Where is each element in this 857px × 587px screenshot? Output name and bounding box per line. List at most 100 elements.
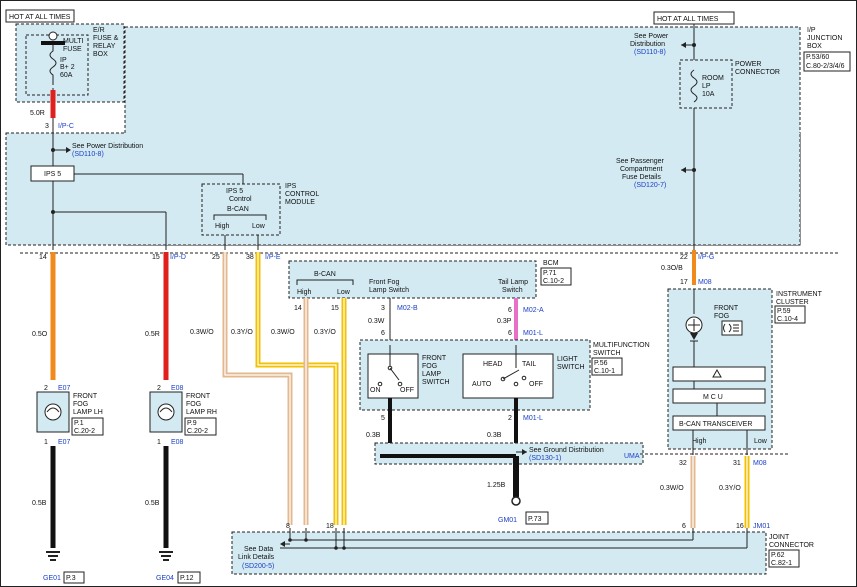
mf-on: ON <box>370 387 381 394</box>
mf-ls2: SWITCH <box>557 364 585 371</box>
lamp-rh-l2: FOG <box>186 401 201 408</box>
gnd-m01-name: GM01 <box>498 517 517 524</box>
room-fuse-l1: ROOM <box>702 75 724 82</box>
room-fuse-l3: 10A <box>702 91 715 98</box>
ips-module-low: Low <box>252 223 266 230</box>
ips5-label: IPS 5 <box>44 171 61 178</box>
lamp-lh-l1: FRONT <box>73 393 98 400</box>
mf-m01l: M01-L <box>523 415 543 422</box>
mf-ffs4: SWITCH <box>422 379 450 386</box>
cluster-bcan: B-CAN TRANSCEIVER <box>679 421 752 428</box>
bcm-pin6b: 6 <box>508 307 512 314</box>
mf-head: HEAD <box>483 361 502 368</box>
wire-05r-label: 0.5R <box>145 331 160 338</box>
gnd-rh-size: 0.5B <box>145 500 160 507</box>
light-switch-blade-icon <box>502 369 520 380</box>
ips-module-l2: Control <box>229 196 252 203</box>
ground-dist-l1: See Ground Distribution <box>529 447 604 454</box>
ips-module-l1: IPS 5 <box>226 188 243 195</box>
joint-l2: CONNECTOR <box>769 542 814 549</box>
room-fuse-l2: LP <box>702 83 711 90</box>
bcm-bcan: B-CAN <box>314 271 336 278</box>
bcm-m02b: M02-B <box>397 305 418 312</box>
ips-module-m1: IPS <box>285 183 297 190</box>
lamp-rh-icon <box>157 403 175 421</box>
mf-page: P.56 <box>594 360 608 367</box>
wire-03yo-b-label: 0.3Y/O <box>314 329 336 336</box>
gnd-lh-page: P.3 <box>66 575 76 582</box>
bcm-c: C.10-2 <box>543 278 564 285</box>
ips-module-high: High <box>215 223 230 230</box>
bcm-low: Low <box>337 289 351 296</box>
bcm-ffs1: Front Fog <box>369 279 399 286</box>
ips-module-m3: MODULE <box>285 199 315 206</box>
front-fog-switch <box>367 353 419 399</box>
see-power-left-2: (SD110-8) <box>72 151 104 158</box>
bcm-pin14: 14 <box>294 305 302 312</box>
cluster-m08: M08 <box>698 279 712 286</box>
ip-box-page: P.53/60 <box>806 54 829 61</box>
ips-module-m2: CONTROL <box>285 191 319 198</box>
ground-dist-l2: (SD130-1) <box>529 455 561 462</box>
bcm-m01l: M01-L <box>523 330 543 337</box>
joint-c: C.82-1 <box>771 560 792 567</box>
cluster-mcu: M C U <box>703 394 723 401</box>
bcm-page: P.71 <box>543 270 557 277</box>
wire-03ob-label: 0.3O/B <box>661 265 683 272</box>
cluster-c: C.10-4 <box>777 316 798 323</box>
conn-ipc-label: I/P-C <box>58 123 74 130</box>
lamp-lh-l3: LAMP LH <box>73 409 103 416</box>
see-power-right-1: See Power <box>634 33 669 40</box>
bcan-transceiver-block <box>672 415 766 431</box>
lamp-rh-page: P.9 <box>187 420 197 427</box>
cluster-high: High <box>692 438 707 445</box>
conn-ipe-label: I/P-E <box>265 254 281 261</box>
hot-label-left-box <box>5 9 75 23</box>
lamp-lh-icon <box>44 403 62 421</box>
lamp-lh-page: P.1 <box>74 420 84 427</box>
mf-wire-03b-a: 0.3B <box>366 432 381 439</box>
ground-m01-icon <box>511 496 521 506</box>
joint-pin6: 6 <box>682 523 686 530</box>
mf-auto: AUTO <box>472 381 492 388</box>
fuse-b2-label-1: IP <box>60 57 67 64</box>
cluster-l2: CLUSTER <box>776 299 809 306</box>
cluster-pins-m08: M08 <box>753 460 767 467</box>
conn-ipd-label: I/P-D <box>170 254 186 261</box>
gnd-lh-name: GE01 <box>43 575 61 582</box>
bcm-name: BCM <box>543 260 559 267</box>
lamp-lh-conn: E07 <box>58 385 71 392</box>
er-box-label-1: E/R <box>93 27 105 34</box>
mf-l1: MULTIFUNCTION <box>593 342 650 349</box>
see-pass-l2: Compartment <box>620 166 662 173</box>
lamp-lh-l2: FOG <box>73 401 88 408</box>
pin-3-label: 3 <box>45 123 49 130</box>
power-conn-l1: POWER <box>735 61 761 68</box>
joint-see1: See Data <box>244 546 273 553</box>
lamp-lh-c: C.20-2 <box>74 428 95 435</box>
hot-label-left: HOT AT ALL TIMES <box>9 14 71 21</box>
mf-ffs2: FOG <box>422 363 437 370</box>
ip-box-label-2: JUNCTION <box>807 35 842 42</box>
lamp-lh-pin1: 1 <box>44 439 48 446</box>
see-pass-l4: (SD120-7) <box>634 182 666 189</box>
mf-ffs1: FRONT <box>422 355 447 362</box>
mf-ffs3: LAMP <box>422 371 441 378</box>
see-pass-l3: Fuse Details <box>622 174 661 181</box>
pin-38-label: 38 <box>246 254 254 261</box>
fuse-room-lp-icon <box>690 69 698 103</box>
joint-l1: JOINT <box>769 534 790 541</box>
switch-blade-icon <box>389 367 400 381</box>
battery-terminal-icon <box>48 31 58 41</box>
conn-ipg-label: I/P-G <box>698 254 714 261</box>
see-pass-l1: See Passenger <box>616 158 665 165</box>
mf-wire-03b-b: 0.3B <box>487 432 502 439</box>
er-box-label-2: FUSE & <box>93 35 119 42</box>
bcm-pin15: 15 <box>331 305 339 312</box>
wire-03wo-a-label: 0.3W/O <box>190 329 214 336</box>
lamp-rh-l1: FRONT <box>186 393 211 400</box>
joint-jm01: JM01 <box>753 523 770 530</box>
gnd-lh-size: 0.5B <box>32 500 47 507</box>
cluster-pin32: 32 <box>679 460 687 467</box>
wire-03wo-c-label: 0.3W/O <box>660 485 684 492</box>
